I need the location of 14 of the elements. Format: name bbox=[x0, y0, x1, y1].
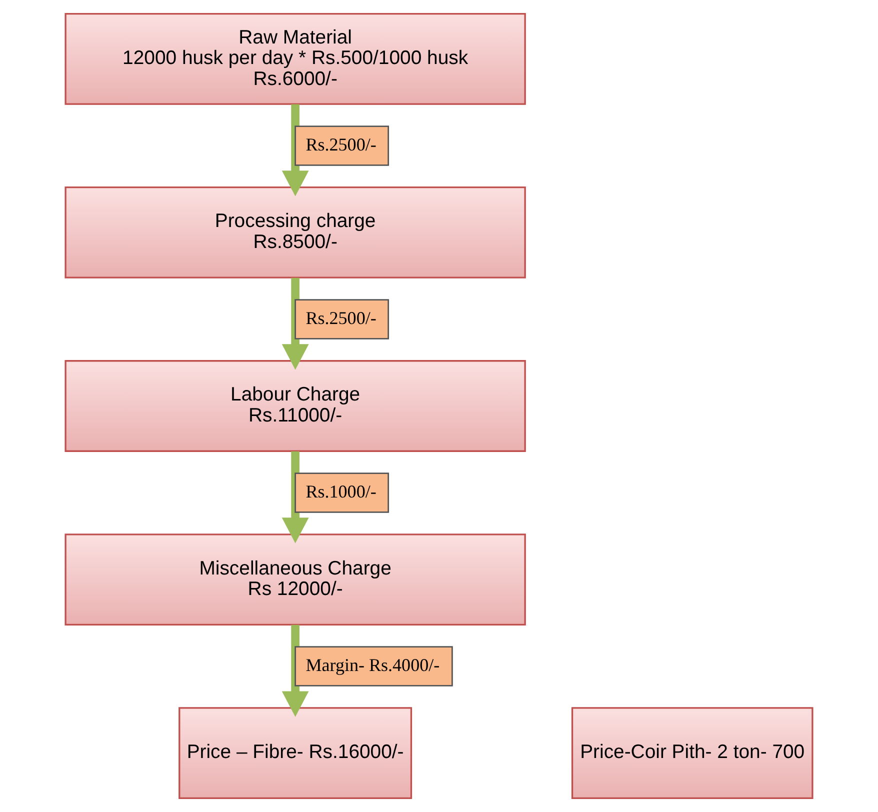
node-box: Miscellaneous Charge Rs 12000/- bbox=[64, 534, 526, 626]
arrow bbox=[282, 451, 309, 544]
edge-label: Rs.1000/- bbox=[306, 481, 376, 502]
arrow bbox=[282, 624, 309, 717]
edge-label: Margin- Rs.4000/- bbox=[306, 655, 440, 676]
node-box: Raw Material 12000 husk per day * Rs.500/1000 husk Rs.6000/- bbox=[64, 12, 526, 105]
node-box: Price-Coir Pith- 2 ton- 700 bbox=[571, 707, 814, 800]
node-box: Price – Fibre- Rs.16000/- bbox=[178, 707, 412, 800]
edge-label: Rs.2500/- bbox=[306, 134, 376, 154]
edge-label: Rs.2500/- bbox=[306, 308, 376, 328]
arrow bbox=[282, 278, 309, 370]
node-box: Processing charge Rs.8500/- bbox=[64, 186, 526, 278]
arrow bbox=[282, 104, 309, 196]
node-box: Labour Charge Rs.11000/- bbox=[64, 360, 526, 452]
